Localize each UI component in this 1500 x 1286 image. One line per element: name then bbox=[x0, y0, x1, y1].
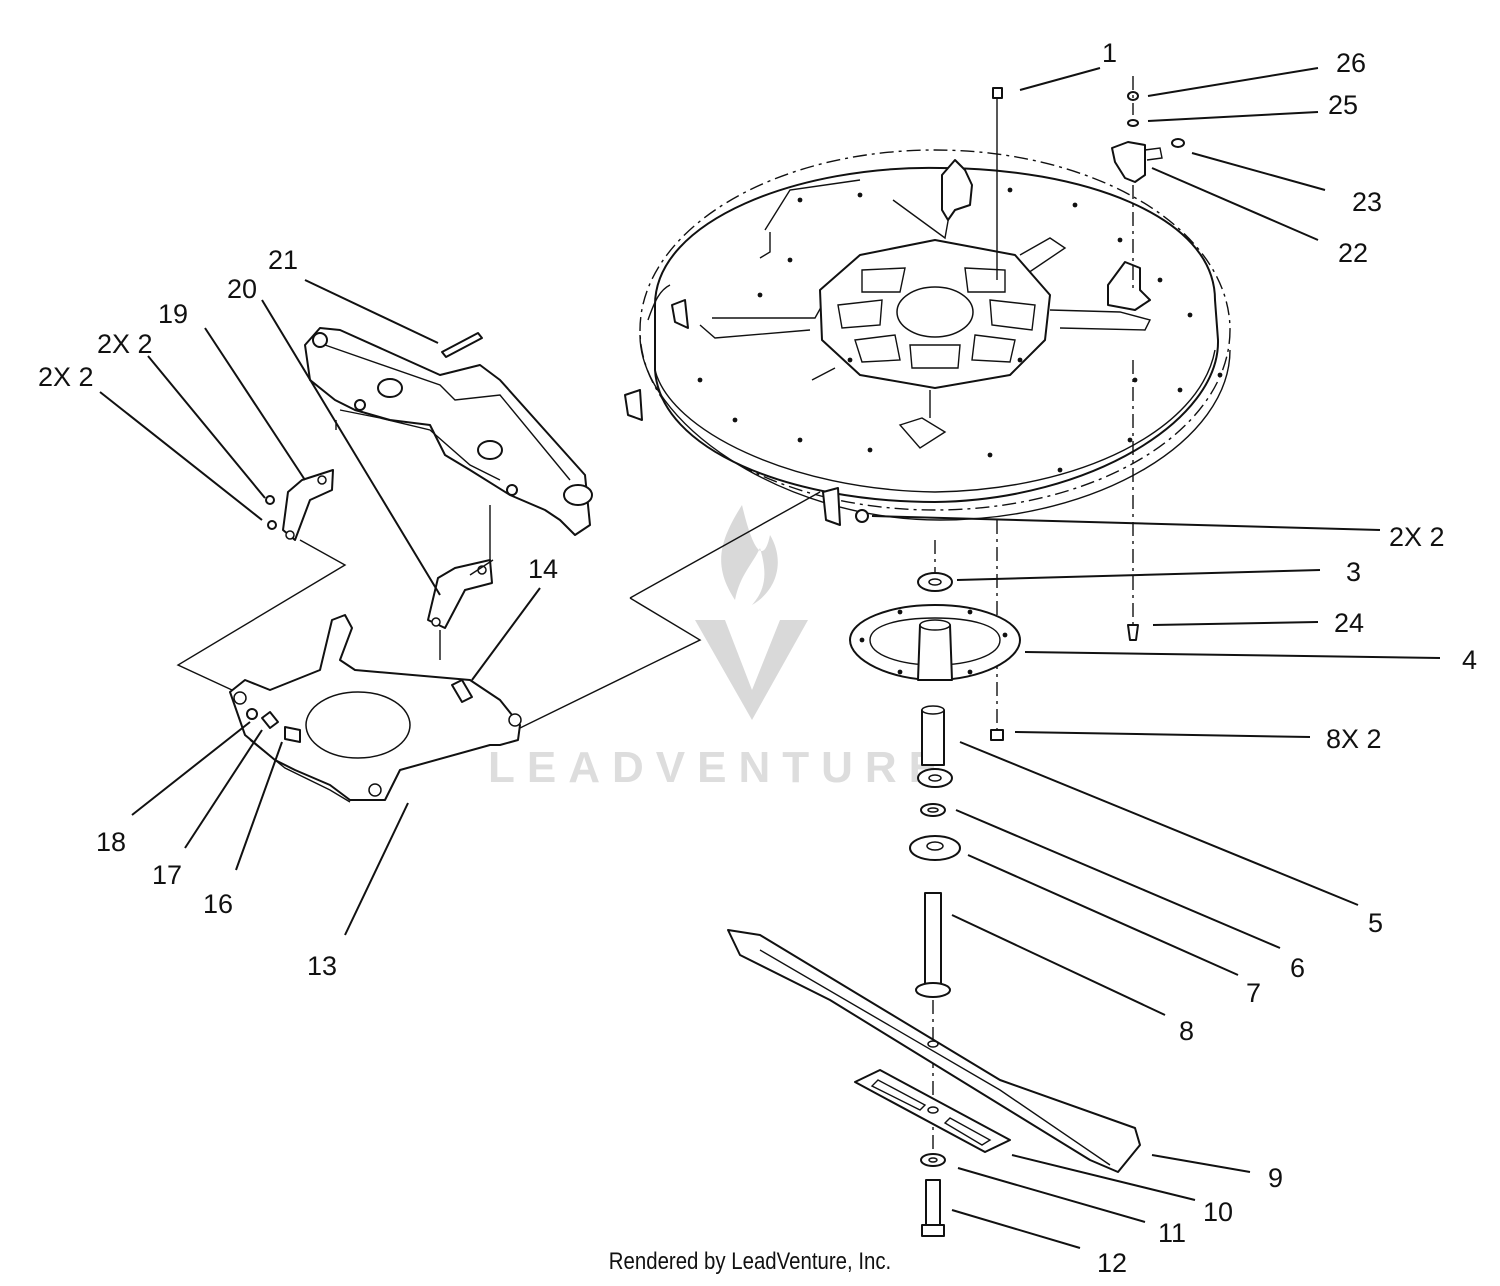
upper-right-bracket bbox=[1111, 76, 1185, 641]
mower-deck bbox=[624, 149, 1231, 526]
callout-22: 22 bbox=[1338, 238, 1368, 268]
assembly-guide-lines bbox=[176, 491, 821, 729]
callout-6: 6 bbox=[1290, 953, 1305, 983]
callout-18: 18 bbox=[96, 827, 126, 857]
callout-7: 7 bbox=[1246, 978, 1261, 1008]
callout-14: 14 bbox=[528, 554, 558, 584]
callout-2x2-deck: 2X 2 bbox=[1389, 522, 1445, 552]
callout-24: 24 bbox=[1334, 608, 1364, 638]
callout-9: 9 bbox=[1268, 1163, 1283, 1193]
callout-3: 3 bbox=[1346, 557, 1361, 587]
leadventure-watermark: LEADVENTURE bbox=[488, 505, 950, 792]
callout-12: 12 bbox=[1097, 1248, 1127, 1278]
callout-21: 21 bbox=[268, 245, 298, 275]
small-links bbox=[265, 469, 493, 629]
callout-26: 26 bbox=[1336, 48, 1366, 78]
callout-19: 19 bbox=[158, 299, 188, 329]
leader-lines bbox=[99, 67, 1441, 1249]
callout-16: 16 bbox=[203, 889, 233, 919]
callout-2x2-lower: 2X 2 bbox=[38, 362, 94, 392]
callout-5: 5 bbox=[1368, 908, 1383, 938]
deck-bolt-and-nut bbox=[855, 87, 1004, 741]
callout-11: 11 bbox=[1158, 1218, 1186, 1248]
callout-8x2: 8X 2 bbox=[1326, 724, 1382, 754]
callout-13: 13 bbox=[307, 951, 337, 981]
callout-1: 1 bbox=[1102, 38, 1117, 68]
callout-23: 23 bbox=[1352, 187, 1382, 217]
callout-10: 10 bbox=[1203, 1197, 1233, 1227]
callout-17: 17 bbox=[152, 860, 182, 890]
callout-4: 4 bbox=[1462, 645, 1477, 675]
spindle-stack bbox=[727, 540, 1141, 1237]
callout-20: 20 bbox=[227, 274, 257, 304]
callout-2x2-upper: 2X 2 bbox=[97, 329, 153, 359]
render-credit: Rendered by LeadVenture, Inc. bbox=[608, 1248, 892, 1275]
watermark-brand: LEADVENTURE bbox=[488, 743, 950, 792]
deck-hanger-plate bbox=[229, 614, 522, 803]
callout-8: 8 bbox=[1179, 1016, 1194, 1046]
callout-25: 25 bbox=[1328, 90, 1358, 120]
callout-labels: 1 26 25 23 22 21 20 19 2X 2 2X 2 2X 2 3 … bbox=[38, 38, 1477, 1278]
